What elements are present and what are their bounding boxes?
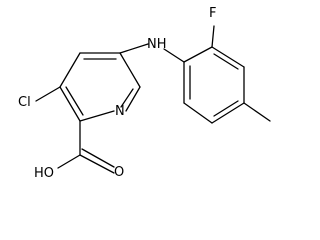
amine-bond-left xyxy=(119,43,149,54)
fluorine-label: F xyxy=(209,6,216,21)
hydroxyl-bond xyxy=(57,154,81,169)
ring-bond xyxy=(119,52,141,88)
amine-label: NH xyxy=(147,37,167,52)
ring-bond xyxy=(59,52,81,88)
fluorine-bond xyxy=(211,25,215,48)
ring-bond xyxy=(211,102,245,124)
phenyl-ring xyxy=(183,46,245,124)
carbonyl-oxygen-label: O xyxy=(114,165,124,180)
ring-double-bond xyxy=(213,100,239,117)
amine-bond-right xyxy=(163,48,185,63)
chlorine-label: Cl xyxy=(18,95,31,110)
ring-bond xyxy=(79,110,115,122)
nitrogen-ring-label: N xyxy=(115,104,125,119)
ring-double-bond xyxy=(120,88,134,108)
chlorine-bond xyxy=(35,86,61,102)
hydroxyl-label: HO xyxy=(34,166,54,181)
ring-bond xyxy=(183,46,213,63)
carbonyl-double-bond xyxy=(81,148,115,168)
chemical-structure-diagram: N NH F Cl O HO xyxy=(18,6,271,181)
methyl-bond xyxy=(243,102,271,122)
ring-double-bond xyxy=(65,86,84,116)
ring-bond xyxy=(183,102,213,124)
ring-bond xyxy=(125,86,141,112)
ring-bond xyxy=(59,86,81,122)
ring-double-bond xyxy=(213,53,239,70)
pyridine-ring xyxy=(59,52,141,122)
carbonyl-double-bond xyxy=(79,154,115,174)
ring-bond xyxy=(211,46,245,68)
